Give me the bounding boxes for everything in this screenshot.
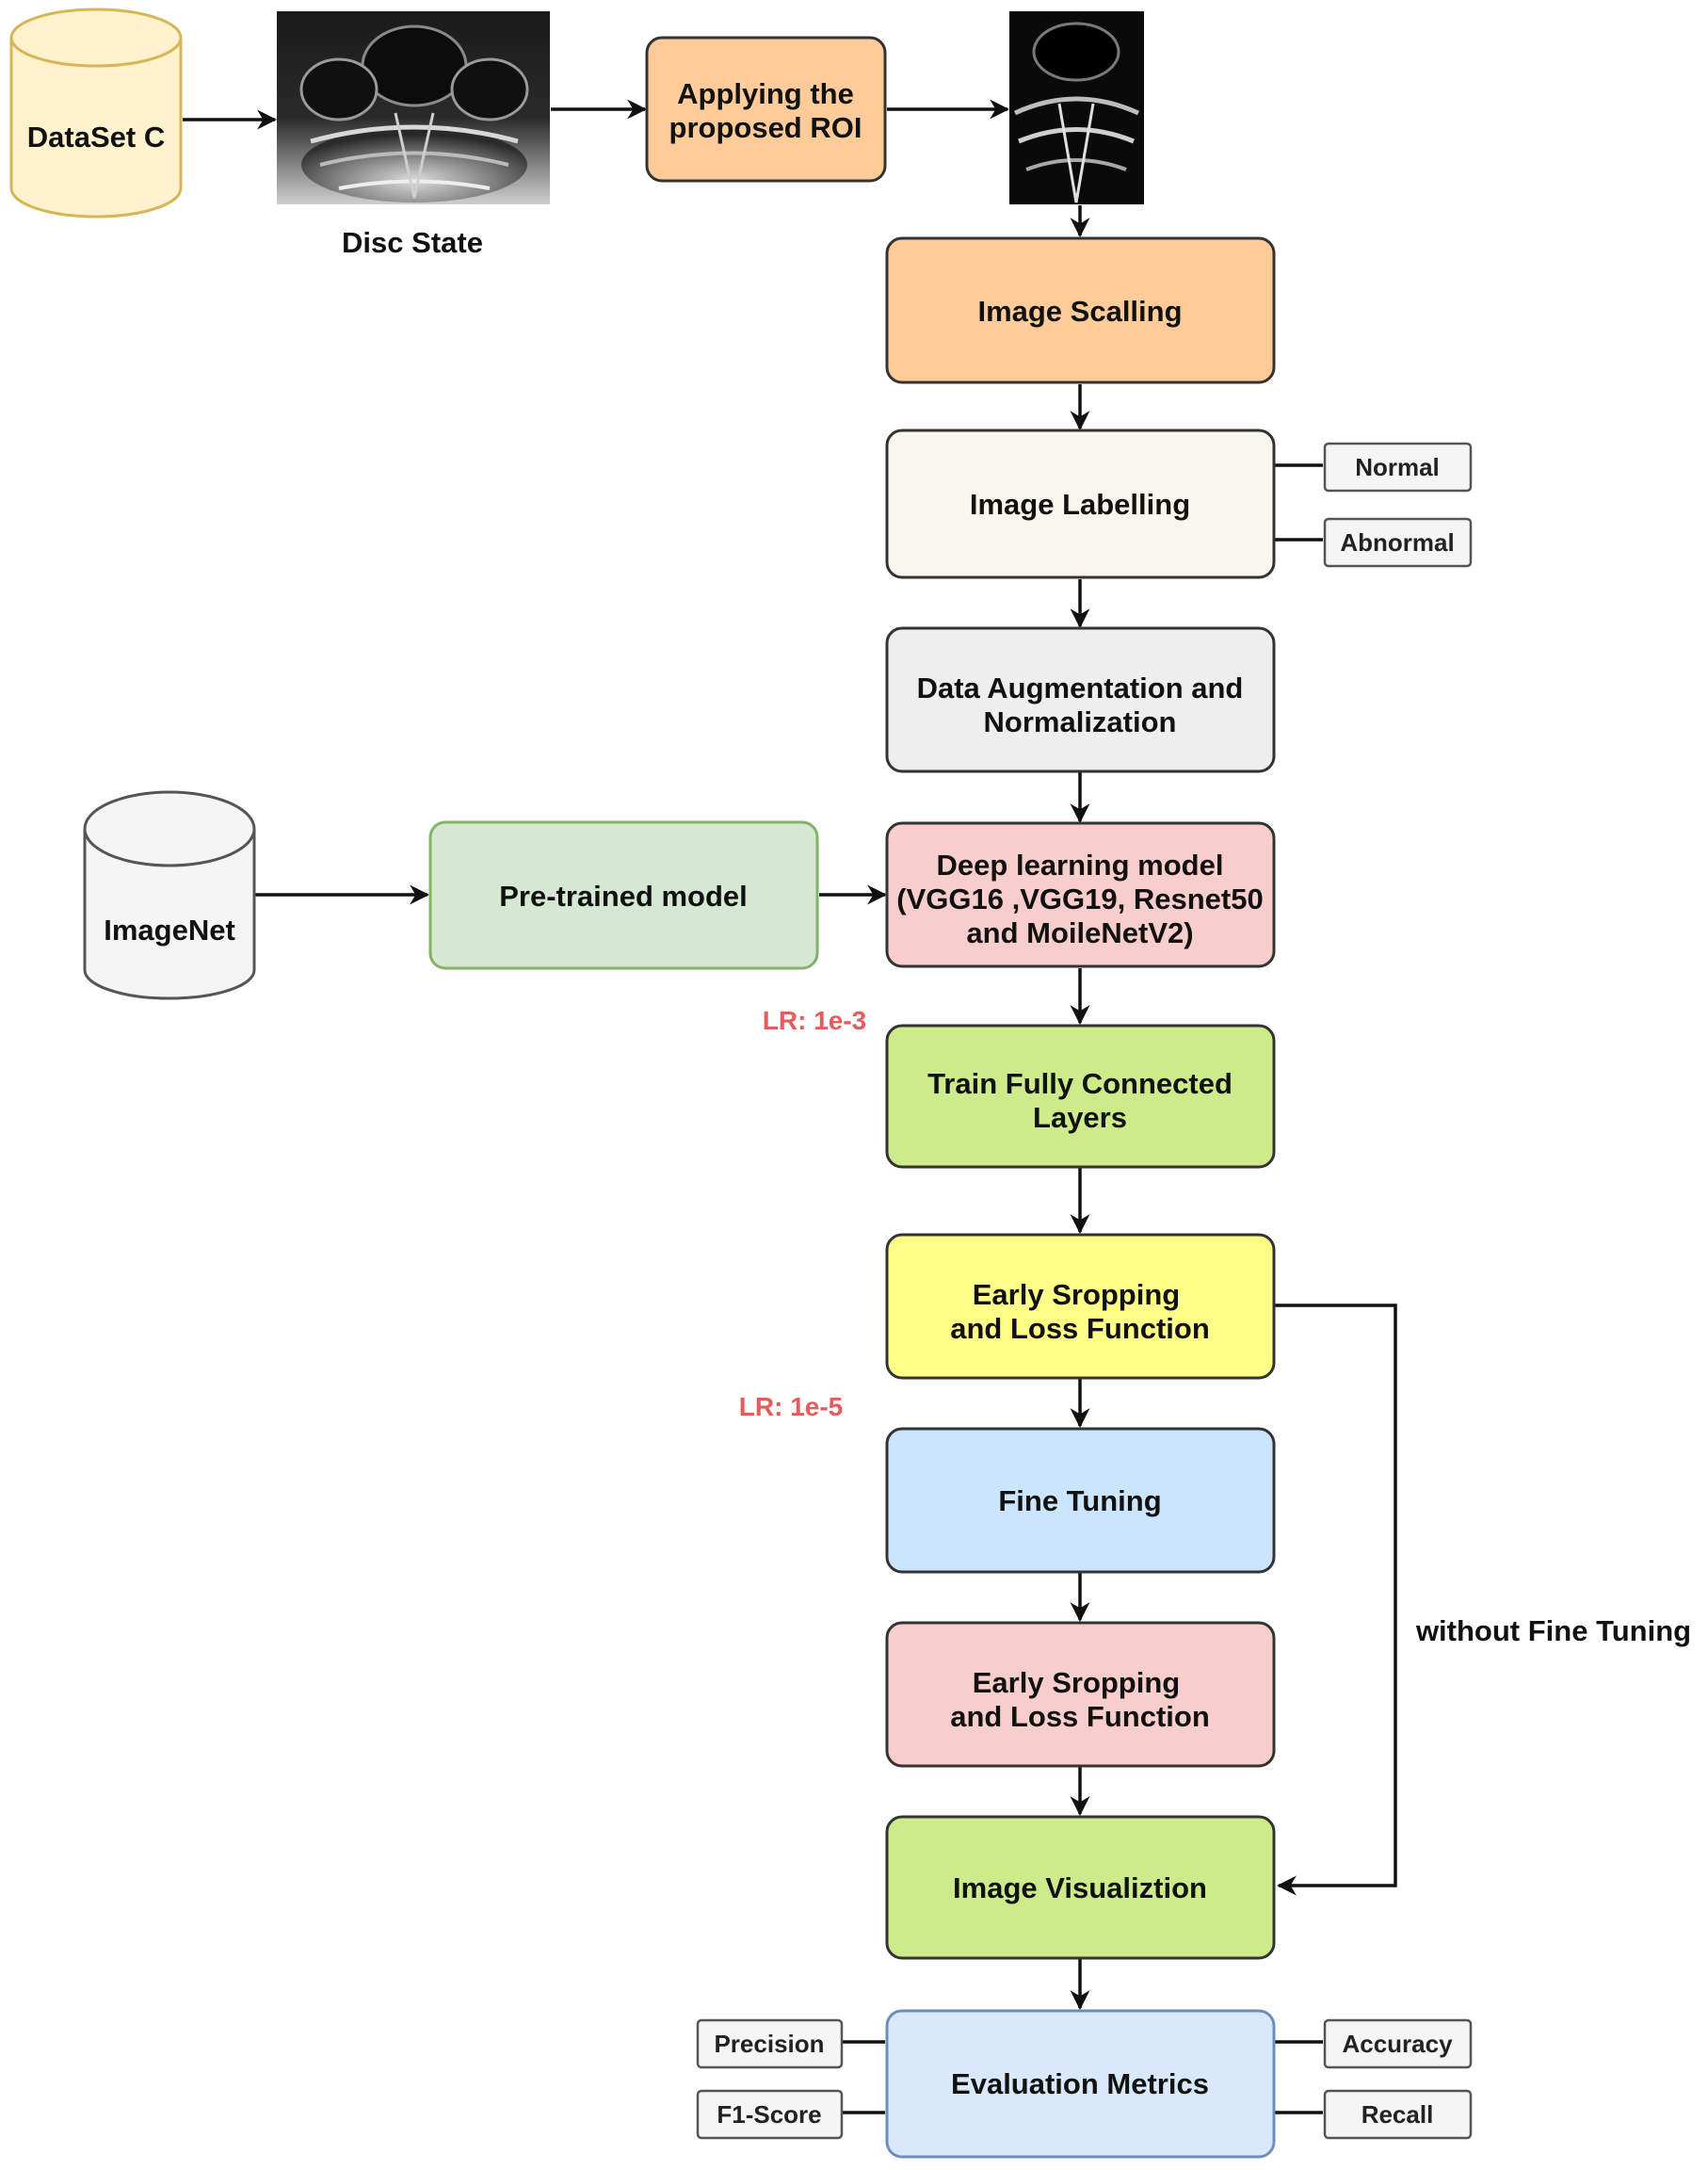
deep-learning-model-line-1: Deep learning model	[937, 849, 1224, 882]
imagenet-label: ImageNet	[104, 914, 235, 947]
early-stopping-1-line-2: and Loss Function	[950, 1312, 1210, 1345]
image-visualization-label: Image Visualiztion	[953, 1871, 1207, 1904]
image-labelling-label: Image Labelling	[970, 488, 1190, 521]
metric-precision: Precision	[696, 2018, 844, 2069]
dataset-c-label: DataSet C	[27, 121, 165, 154]
early-stopping-2-box: Early Sropping and Loss Function	[885, 1621, 1276, 1768]
fine-tuning-box: Fine Tuning	[885, 1427, 1276, 1574]
metric-accuracy-text: Accuracy	[1342, 2030, 1453, 2058]
roi-cropped-image	[1009, 11, 1144, 204]
lr-2-annotation: LR: 1e-5	[739, 1392, 843, 1421]
early-stopping-1-line-1: Early Sropping	[973, 1278, 1180, 1311]
early-stopping-1-box: Early Sropping and Loss Function	[885, 1233, 1276, 1380]
metric-precision-text: Precision	[714, 2030, 824, 2058]
arrow-skip-fine-tuning	[1274, 1304, 1397, 1896]
disc-state-image	[277, 11, 550, 204]
metric-f1-score-text: F1-Score	[717, 2100, 821, 2129]
early-stopping-2-line-1: Early Sropping	[973, 1666, 1180, 1699]
image-scaling-box: Image Scalling	[885, 236, 1276, 384]
without-fine-tuning-label: without Fine Tuning	[1415, 1614, 1691, 1647]
early-stopping-2-line-2: and Loss Function	[950, 1700, 1210, 1733]
train-fc-layers-box: Train Fully Connected Layers	[885, 1024, 1276, 1169]
label-abnormal: Abnormal	[1323, 517, 1473, 568]
deep-learning-model-box: Deep learning model (VGG16 ,VGG19, Resne…	[885, 821, 1276, 968]
roi-box: Applying the proposed ROI	[645, 36, 887, 183]
deep-learning-model-line-3: and MoileNetV2)	[966, 916, 1193, 949]
metric-recall-text: Recall	[1362, 2100, 1434, 2129]
roi-line-2: proposed ROI	[669, 111, 862, 144]
label-normal: Normal	[1323, 442, 1473, 493]
deep-learning-model-line-2: (VGG16 ,VGG19, Resnet50	[896, 883, 1263, 915]
data-augmentation-line-1: Data Augmentation and	[917, 672, 1244, 704]
train-fc-line-2: Layers	[1033, 1101, 1127, 1134]
disc-state-caption: Disc State	[342, 226, 483, 259]
fine-tuning-label: Fine Tuning	[998, 1484, 1161, 1517]
label-normal-text: Normal	[1355, 453, 1440, 481]
imagenet-database: ImageNet	[83, 790, 256, 1000]
lr-1-annotation: LR: 1e-3	[763, 1006, 866, 1035]
metric-recall: Recall	[1323, 2089, 1473, 2140]
image-visualization-box: Image Visualiztion	[885, 1815, 1276, 1960]
metric-accuracy: Accuracy	[1323, 2018, 1473, 2069]
evaluation-metrics-box: Evaluation Metrics	[885, 2009, 1276, 2159]
pretrained-model-box: Pre-trained model	[428, 820, 819, 970]
train-fc-line-1: Train Fully Connected	[927, 1067, 1233, 1100]
data-augmentation-box: Data Augmentation and Normalization	[885, 626, 1276, 773]
label-abnormal-text: Abnormal	[1340, 528, 1454, 557]
image-labelling-box: Image Labelling	[885, 429, 1276, 579]
image-scaling-label: Image Scalling	[977, 295, 1182, 328]
metric-f1-score: F1-Score	[696, 2089, 844, 2140]
connectors	[183, 99, 1397, 2114]
dataset-c-database: DataSet C	[9, 8, 183, 219]
pretrained-model-label: Pre-trained model	[499, 880, 748, 913]
evaluation-metrics-label: Evaluation Metrics	[951, 2067, 1209, 2100]
data-augmentation-line-2: Normalization	[984, 705, 1177, 738]
roi-line-1: Applying the	[677, 77, 854, 110]
